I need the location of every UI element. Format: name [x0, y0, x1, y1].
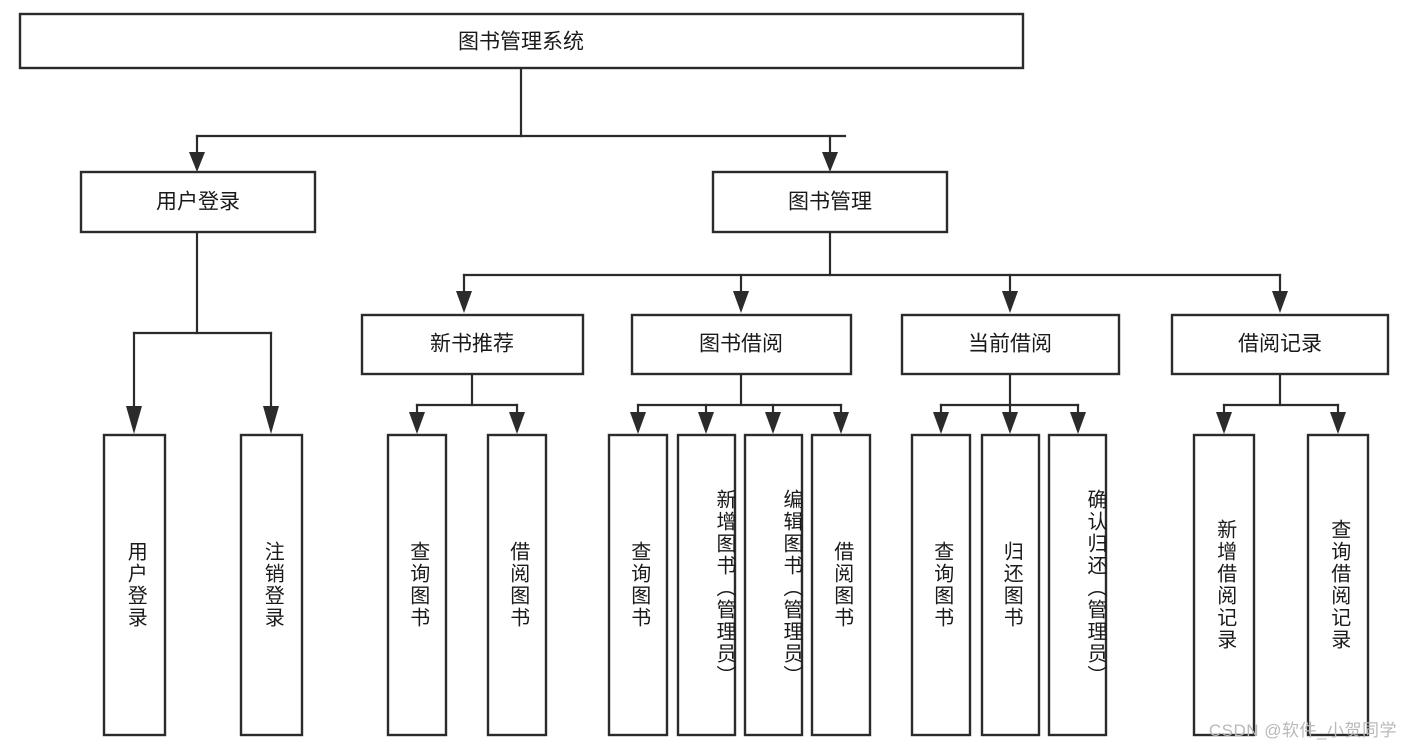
arrowhead-book-manage: [822, 152, 838, 172]
node-book-manage-label: 图书管理: [788, 191, 872, 214]
arrowhead-leaf-logout-login: [263, 406, 279, 434]
arrowhead-leaf-query-book-2: [630, 412, 646, 434]
node-current-borrow-label: 当前借阅: [968, 333, 1052, 356]
arrowhead-leaf-query-borrow-record: [1330, 412, 1346, 434]
node-leaf-confirm-return[interactable]: [1047, 433, 1108, 737]
arrowhead-borrow-record: [1272, 291, 1288, 313]
node-current-borrow[interactable]: [900, 313, 1121, 376]
arrowhead-user-login: [189, 152, 205, 172]
node-borrow-record-label: 借阅记录: [1238, 333, 1322, 356]
arrowhead-leaf-add-book: [698, 412, 714, 434]
node-book-borrow-label: 图书借阅: [699, 333, 783, 356]
node-leaf-query-book-1[interactable]: [386, 433, 448, 737]
arrowhead-new-book-recommend: [456, 291, 472, 313]
node-new-book-recommend-label: 新书推荐: [430, 333, 514, 356]
arrowhead-leaf-query-book-3: [933, 412, 949, 434]
arrowhead-current-borrow: [1002, 291, 1018, 313]
node-book-manage[interactable]: [711, 170, 949, 234]
arrowhead-leaf-borrow-book-1: [509, 412, 525, 434]
arrowhead-leaf-add-borrow-record: [1216, 412, 1232, 434]
arrowhead-leaf-query-book-1: [409, 412, 425, 434]
node-leaf-add-borrow-record[interactable]: [1192, 433, 1256, 737]
node-layer: 图书管理系统 用户登录 图书管理 新书推荐 图书借阅 当前借阅 借阅记录: [18, 12, 1390, 737]
node-leaf-add-book[interactable]: [676, 433, 737, 737]
node-leaf-query-borrow-record[interactable]: [1306, 433, 1370, 737]
node-leaf-return-book[interactable]: [980, 433, 1041, 737]
arrowhead-book-borrow: [733, 291, 749, 313]
node-leaf-borrow-book-1[interactable]: [486, 433, 548, 737]
node-root-label: 图书管理系统: [458, 31, 584, 54]
node-leaf-query-book-3[interactable]: [910, 433, 972, 737]
arrowhead-leaf-borrow-book-2: [833, 412, 849, 434]
node-leaf-borrow-book-2[interactable]: [810, 433, 872, 737]
arrowhead-leaf-edit-book: [765, 412, 781, 434]
node-book-borrow[interactable]: [630, 313, 853, 376]
node-leaf-logout-login[interactable]: [239, 433, 304, 737]
arrowhead-leaf-user-login: [126, 406, 142, 434]
node-borrow-record[interactable]: [1170, 313, 1390, 376]
connector-layer: [126, 66, 1346, 434]
node-user-login[interactable]: [79, 170, 317, 234]
node-user-login-label: 用户登录: [156, 191, 240, 214]
node-leaf-query-book-2[interactable]: [607, 433, 669, 737]
arrowhead-leaf-return-book: [1002, 412, 1018, 434]
node-leaf-edit-book[interactable]: [743, 433, 804, 737]
node-new-book-recommend[interactable]: [360, 313, 585, 376]
watermark-text: CSDN @软件_小贺同学: [1208, 721, 1397, 740]
arrowhead-leaf-confirm-return: [1070, 412, 1086, 434]
node-leaf-user-login[interactable]: [102, 433, 167, 737]
node-root[interactable]: [18, 12, 1025, 70]
